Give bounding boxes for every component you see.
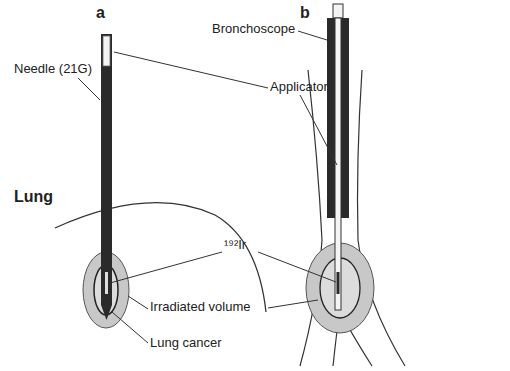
part-label: Bronchoscope bbox=[212, 22, 295, 37]
part-label: Irradiated volume bbox=[150, 300, 250, 315]
needle bbox=[101, 34, 112, 320]
part-label: Needle (21G) bbox=[14, 62, 92, 77]
panel-letter: a bbox=[96, 4, 105, 22]
leader-lines bbox=[78, 31, 337, 343]
applicator bbox=[333, 4, 343, 18]
panel-letter: b bbox=[300, 4, 310, 22]
bronchus-wall bbox=[358, 70, 406, 366]
iridium-source bbox=[337, 272, 340, 294]
iridium-source bbox=[105, 272, 108, 294]
part-label: ¹⁹²Ir bbox=[224, 238, 246, 253]
applicator bbox=[335, 18, 341, 310]
applicator bbox=[103, 36, 110, 66]
part-label: Lung cancer bbox=[150, 336, 222, 351]
part-label: Applicator bbox=[270, 80, 328, 95]
organ-label: Lung bbox=[14, 188, 53, 206]
